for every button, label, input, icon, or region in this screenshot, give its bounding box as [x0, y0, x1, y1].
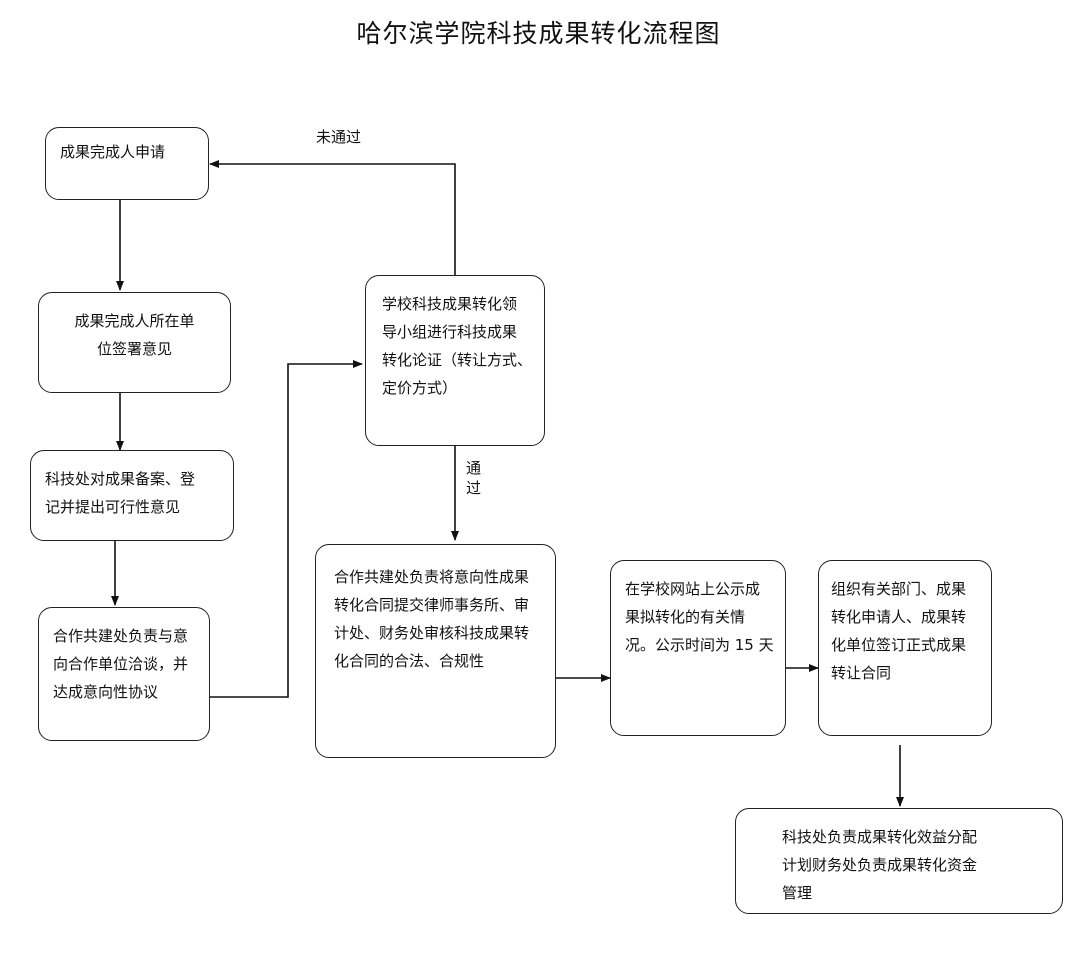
edge-label-not-passed: 未通过 — [316, 128, 362, 146]
node-publicize: 在学校网站上公示成 果拟转化的有关情 况。公示时间为 15 天 — [610, 560, 786, 736]
node-contract-review-text: 合作共建处负责将意向性成果 转化合同提交律师事务所、审 计处、财务处审核科技成果… — [334, 568, 530, 670]
node-apply: 成果完成人申请 — [45, 127, 209, 200]
arrow-hzgj-to-group — [210, 360, 363, 698]
page-title: 哈尔滨学院科技成果转化流程图 — [356, 19, 721, 48]
arrow-group-to-apply — [209, 160, 456, 275]
node-sign-contract: 组织有关部门、成果 转化申请人、成果转 化单位签订正式成果 转让合同 — [818, 560, 992, 736]
node-dept-sign: 成果完成人所在单 位签署意见 — [38, 292, 231, 393]
node-leading-group: 学校科技成果转化领 导小组进行科技成果 转化论证（转让方式、 定价方式） — [365, 275, 545, 446]
node-publicize-text: 在学校网站上公示成 果拟转化的有关情 况。公示时间为 15 天 — [625, 580, 774, 654]
node-apply-text: 成果完成人申请 — [60, 143, 166, 161]
node-hzgj-negotiate-text: 合作共建处负责与意 向合作单位洽谈，并 达成意向性协议 — [53, 627, 189, 701]
node-benefit-mgmt: 科技处负责成果转化效益分配 计划财务处负责成果转化资金 管理 — [735, 808, 1063, 914]
node-kjc-register-text: 科技处对成果备案、登 记并提出可行性意见 — [45, 470, 196, 516]
node-dept-sign-text: 成果完成人所在单 位签署意见 — [74, 312, 195, 358]
node-contract-review: 合作共建处负责将意向性成果 转化合同提交律师事务所、审 计处、财务处审核科技成果… — [315, 544, 556, 758]
node-hzgj-negotiate: 合作共建处负责与意 向合作单位洽谈，并 达成意向性协议 — [38, 607, 210, 741]
edge-label-passed: 通 过 — [466, 459, 482, 497]
node-benefit-mgmt-text: 科技处负责成果转化效益分配 计划财务处负责成果转化资金 管理 — [782, 828, 978, 902]
node-leading-group-text: 学校科技成果转化领 导小组进行科技成果 转化论证（转让方式、 定价方式） — [382, 295, 533, 397]
node-sign-contract-text: 组织有关部门、成果 转化申请人、成果转 化单位签订正式成果 转让合同 — [831, 580, 967, 682]
node-kjc-register: 科技处对成果备案、登 记并提出可行性意见 — [30, 450, 234, 541]
